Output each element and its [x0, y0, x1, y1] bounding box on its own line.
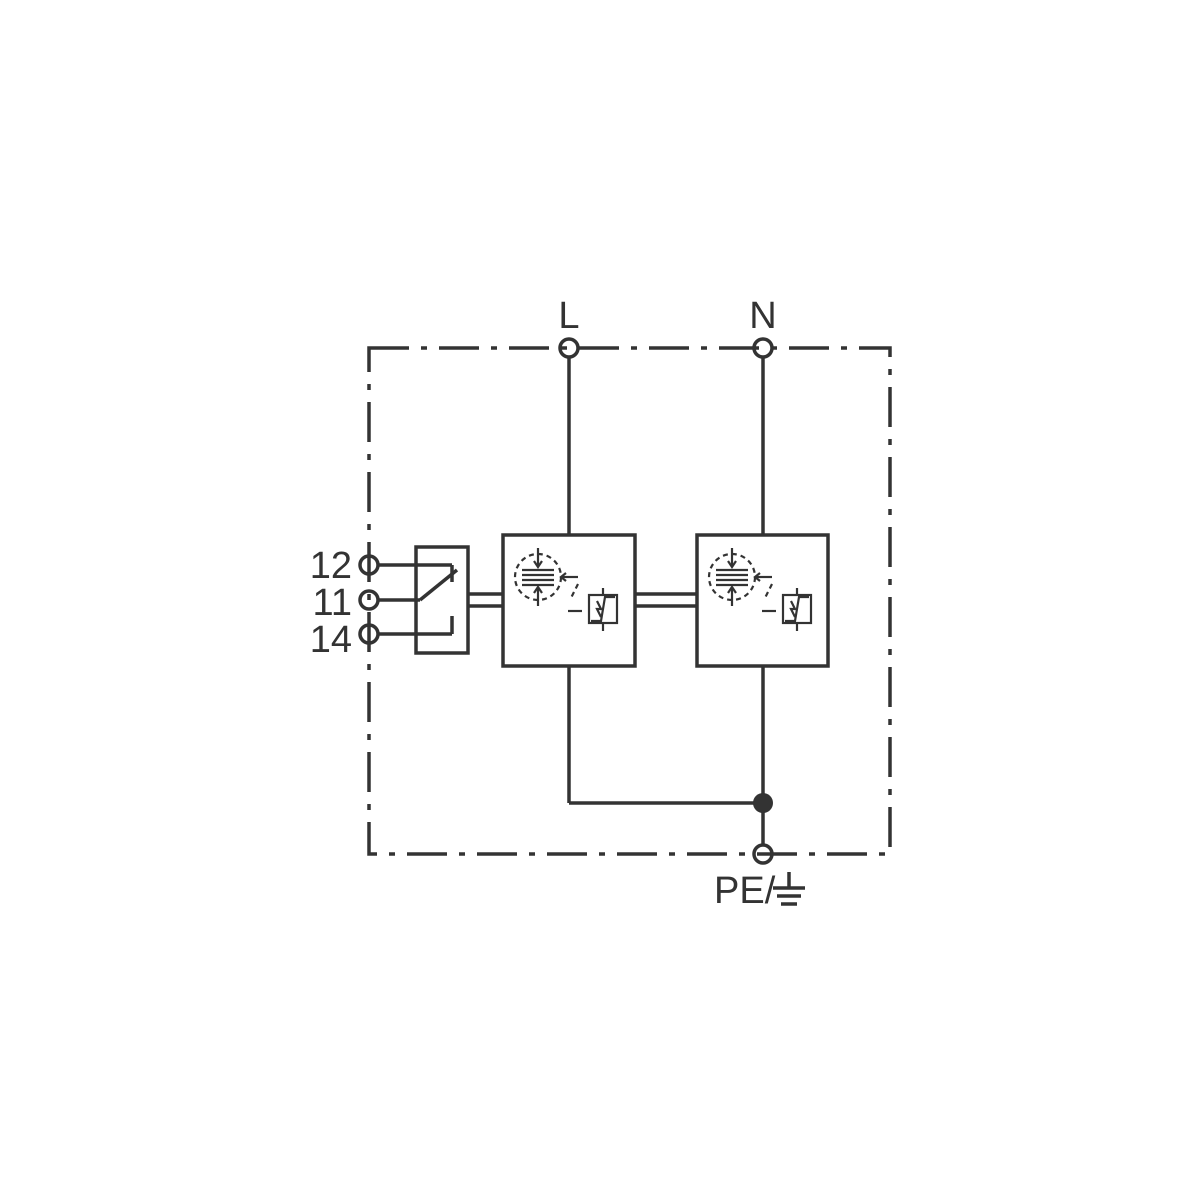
contact-label-12: 12	[310, 545, 352, 587]
junction-node	[753, 793, 773, 813]
mechanical-coupling-contact	[468, 592, 503, 608]
terminal-label-PE: PE/	[714, 870, 776, 912]
device-enclosure-boundary	[367, 346, 892, 856]
thermal-disconnector-icon	[707, 548, 776, 613]
terminal-L[interactable]	[558, 337, 580, 359]
signal-contact-box	[414, 545, 470, 655]
contact-label-11: 11	[313, 582, 352, 624]
varistor-icon	[587, 588, 619, 631]
terminal-PE[interactable]	[752, 843, 774, 865]
protection-module-L	[501, 533, 637, 668]
changeover-contact-icon	[378, 563, 459, 636]
terminal-N[interactable]	[752, 337, 774, 359]
earth-ground-icon	[773, 872, 805, 906]
terminal-label-L: L	[558, 295, 579, 337]
contact-label-14: 14	[310, 619, 352, 661]
terminal-label-N: N	[749, 295, 776, 337]
varistor-icon	[781, 588, 813, 631]
mechanical-coupling-modules	[635, 592, 697, 608]
thermal-disconnector-icon	[513, 548, 582, 613]
protection-module-N	[695, 533, 830, 668]
